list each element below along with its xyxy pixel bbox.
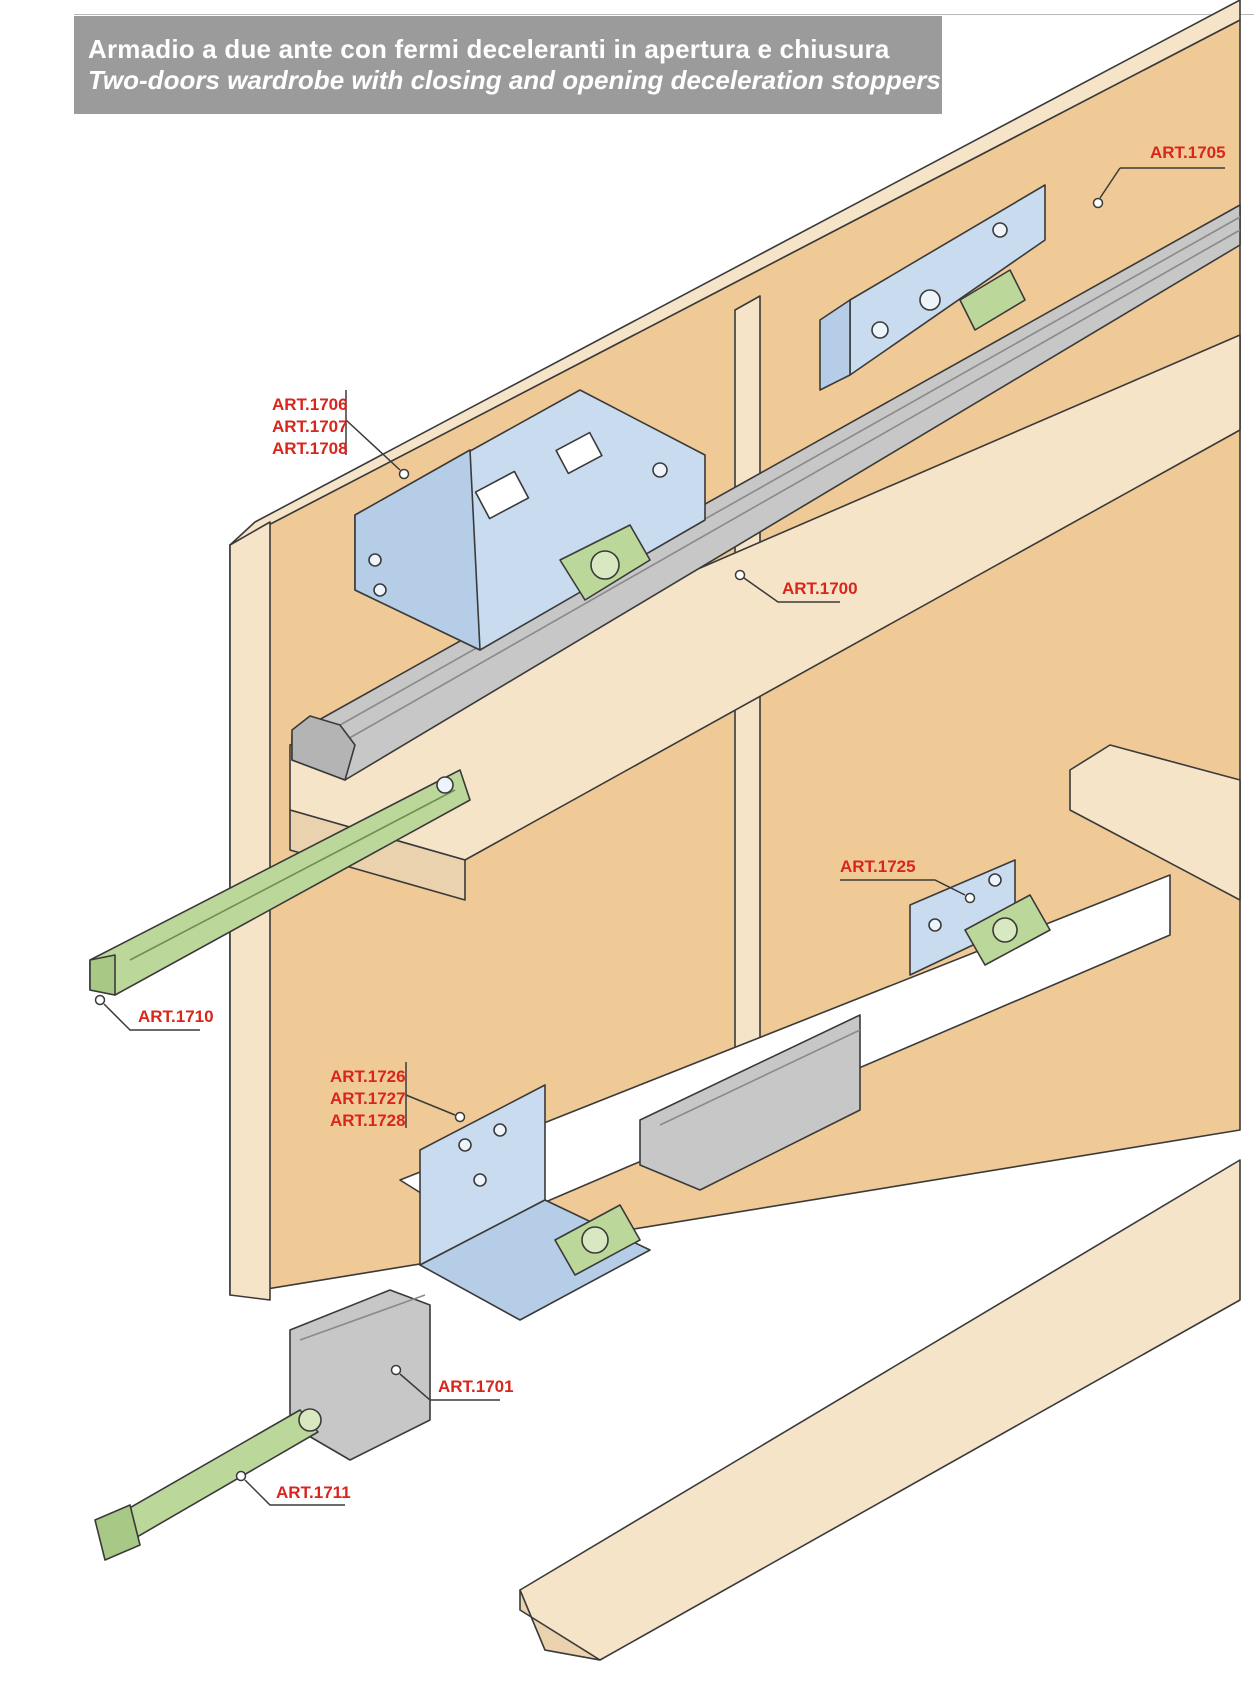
label-art1706: ART.1706 xyxy=(272,395,348,414)
label-art1728: ART.1728 xyxy=(330,1111,406,1130)
label-art1708: ART.1708 xyxy=(272,439,348,458)
lower-shelf xyxy=(1069,744,1241,901)
label-art1727: ART.1727 xyxy=(330,1089,406,1108)
label-art1701: ART.1701 xyxy=(438,1377,514,1396)
leader-1700 xyxy=(743,577,840,603)
top-shelf xyxy=(289,334,1241,861)
label-art1707: ART.1707 xyxy=(272,417,348,436)
label-art1710: ART.1710 xyxy=(138,1007,214,1026)
leader-1725 xyxy=(840,879,966,896)
label-art1711: ART.1711 xyxy=(276,1483,351,1502)
top-rule xyxy=(74,14,1254,15)
top-shelf-front xyxy=(289,809,466,901)
title-italian: Armadio a due ante con fermi deceleranti… xyxy=(88,34,890,64)
bottom-track-long xyxy=(639,1014,861,1191)
label-art1705: ART.1705 xyxy=(1150,143,1226,162)
label-art1726: ART.1726 xyxy=(330,1067,406,1086)
back-panel-top-edge xyxy=(229,0,1241,546)
title-banner: Armadio a due ante con fermi deceleranti… xyxy=(74,16,942,114)
title-english: Two-doors wardrobe with closing and open… xyxy=(88,65,941,95)
leader-1701 xyxy=(399,1373,500,1401)
leader-1710 xyxy=(103,1003,200,1031)
label-art1725: ART.1725 xyxy=(840,857,916,876)
label-art1700: ART.1700 xyxy=(782,579,858,598)
leader-1711 xyxy=(244,1479,345,1506)
track-end-profile xyxy=(291,715,356,781)
